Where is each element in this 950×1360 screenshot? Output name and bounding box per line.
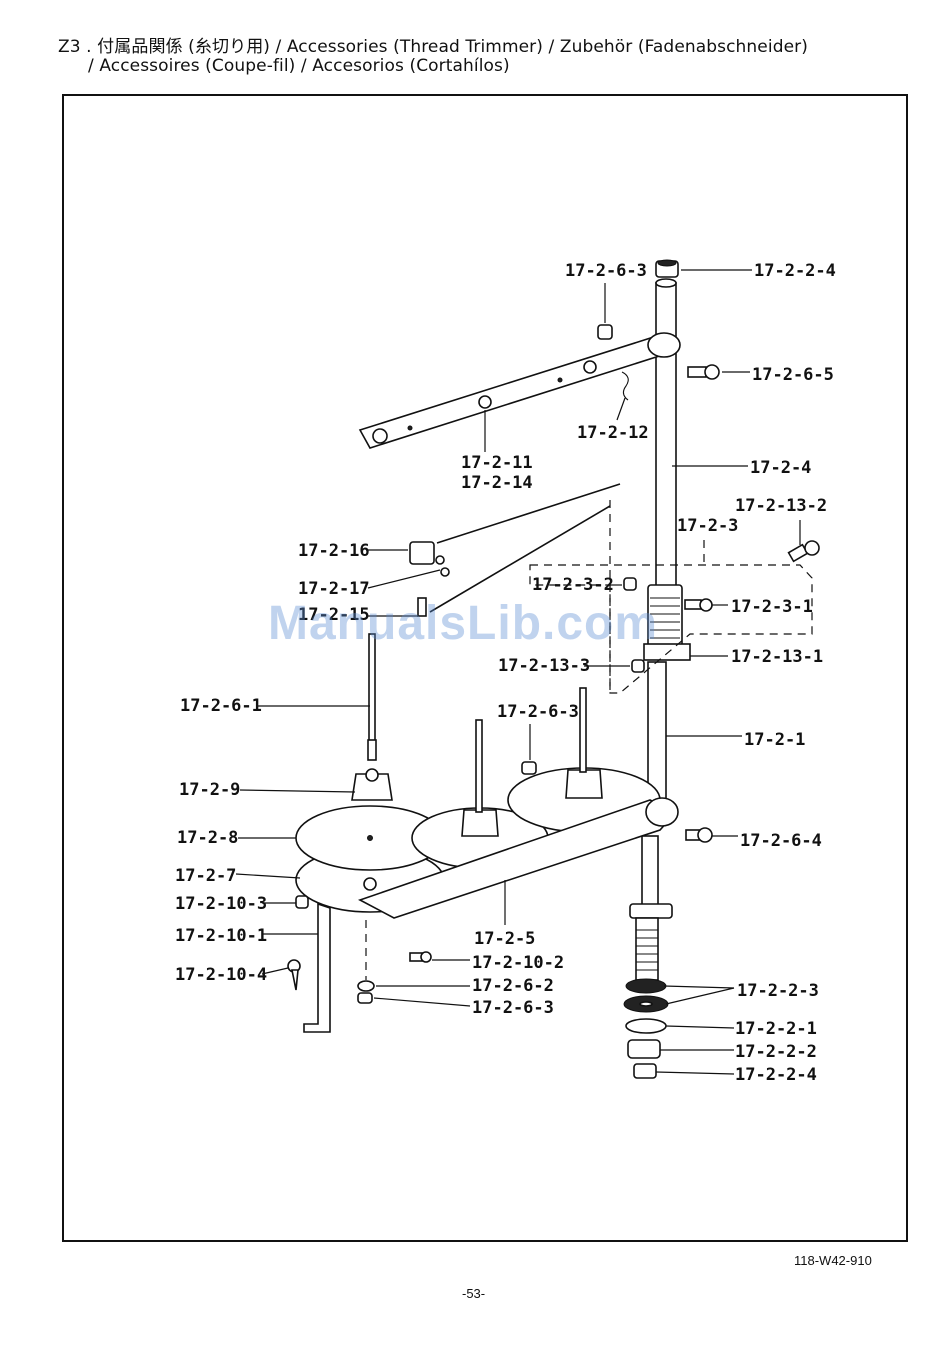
page-number: -53- <box>462 1286 486 1301</box>
rod-pin <box>417 597 427 617</box>
clamp-bolt <box>787 540 820 563</box>
label-17-2-3-1: 17-2-3-1 <box>731 597 813 617</box>
nut-small <box>357 992 373 1004</box>
label-17-2-3: 17-2-3 <box>677 516 738 536</box>
clamp-nut-lower <box>631 659 645 673</box>
label-17-2-12: 17-2-12 <box>577 423 649 443</box>
spool-holders <box>351 687 603 837</box>
label-17-2-6-3-bot: 17-2-6-3 <box>472 998 554 1018</box>
label-17-2-8: 17-2-8 <box>177 828 238 848</box>
arm-screw <box>687 364 720 380</box>
base-frame <box>357 797 679 919</box>
label-17-2-10-1: 17-2-10-1 <box>175 926 267 946</box>
sub-assembly-outline <box>529 564 813 694</box>
label-17-2-2-1: 17-2-2-1 <box>735 1019 817 1039</box>
pole-clamp <box>643 584 691 661</box>
label-17-2-14: 17-2-14 <box>461 473 533 493</box>
label-17-2-6-3-mid: 17-2-6-3 <box>497 702 579 722</box>
clamp-screw <box>684 598 713 612</box>
label-17-2-13-2: 17-2-13-2 <box>735 496 827 516</box>
label-17-2-16: 17-2-16 <box>298 541 370 561</box>
base-bracket <box>303 902 331 1033</box>
label-17-2-10-3: 17-2-10-3 <box>175 894 267 914</box>
label-17-2-6-1: 17-2-6-1 <box>180 696 262 716</box>
label-17-2-4: 17-2-4 <box>750 458 811 478</box>
rod-holder <box>409 541 450 577</box>
base-screw <box>685 827 713 843</box>
label-17-2-13-1: 17-2-13-1 <box>731 647 823 667</box>
label-17-2-5: 17-2-5 <box>474 929 535 949</box>
pole-bottom-parts <box>623 978 669 1079</box>
spool-spindle-left <box>367 633 377 761</box>
label-17-2-9: 17-2-9 <box>179 780 240 800</box>
base-bolt <box>409 951 432 963</box>
label-17-2-2-4-top: 17-2-2-4 <box>754 261 836 281</box>
leader-lines <box>235 269 801 1075</box>
diagonal-guide-rod <box>429 505 611 613</box>
upper-pole <box>655 278 677 594</box>
thread-clip <box>621 371 629 401</box>
clamp-nut <box>623 577 637 591</box>
label-17-2-6-5: 17-2-6-5 <box>752 365 834 385</box>
label-17-2-10-4: 17-2-10-4 <box>175 965 267 985</box>
label-17-2-1: 17-2-1 <box>744 730 805 750</box>
label-17-2-11: 17-2-11 <box>461 453 533 473</box>
washer-small <box>357 980 375 992</box>
label-17-2-6-3-top: 17-2-6-3 <box>565 261 647 281</box>
label-17-2-10-2: 17-2-10-2 <box>472 953 564 973</box>
lower-pole <box>629 661 673 981</box>
label-17-2-6-4: 17-2-6-4 <box>740 831 822 851</box>
label-17-2-13-3: 17-2-13-3 <box>498 656 590 676</box>
part-labels: 17-2-6-3 17-2-2-4 17-2-6-5 17-2-12 17-2-… <box>175 261 836 1085</box>
document-number: 118-W42-910 <box>794 1253 872 1268</box>
arm-nut <box>597 283 613 340</box>
bracket-nut <box>295 895 309 909</box>
horizontal-guide-rod <box>436 483 621 544</box>
thread-guide-arm <box>358 332 681 449</box>
label-17-2-2-4-bot: 17-2-2-4 <box>735 1065 817 1085</box>
label-17-2-15: 17-2-15 <box>298 605 370 625</box>
watermark: ManualsLib.com <box>268 597 659 650</box>
label-17-2-17: 17-2-17 <box>298 579 370 599</box>
label-17-2-7: 17-2-7 <box>175 866 236 886</box>
diagram-frame <box>62 94 908 1242</box>
wood-screw <box>287 959 301 991</box>
label-17-2-2-2: 17-2-2-2 <box>735 1042 817 1062</box>
spindle-nut <box>521 761 537 775</box>
label-17-2-6-2: 17-2-6-2 <box>472 976 554 996</box>
label-17-2-2-3: 17-2-2-3 <box>737 981 819 1001</box>
label-17-2-3-2: 17-2-3-2 <box>532 575 614 595</box>
page-title: Z3 . 付属品関係 (糸切り用) / Accessories (Thread … <box>58 37 808 57</box>
page-subtitle: / Accessoires (Coupe-fil) / Accesorios (… <box>88 56 510 76</box>
pole-cap-top <box>655 259 679 278</box>
